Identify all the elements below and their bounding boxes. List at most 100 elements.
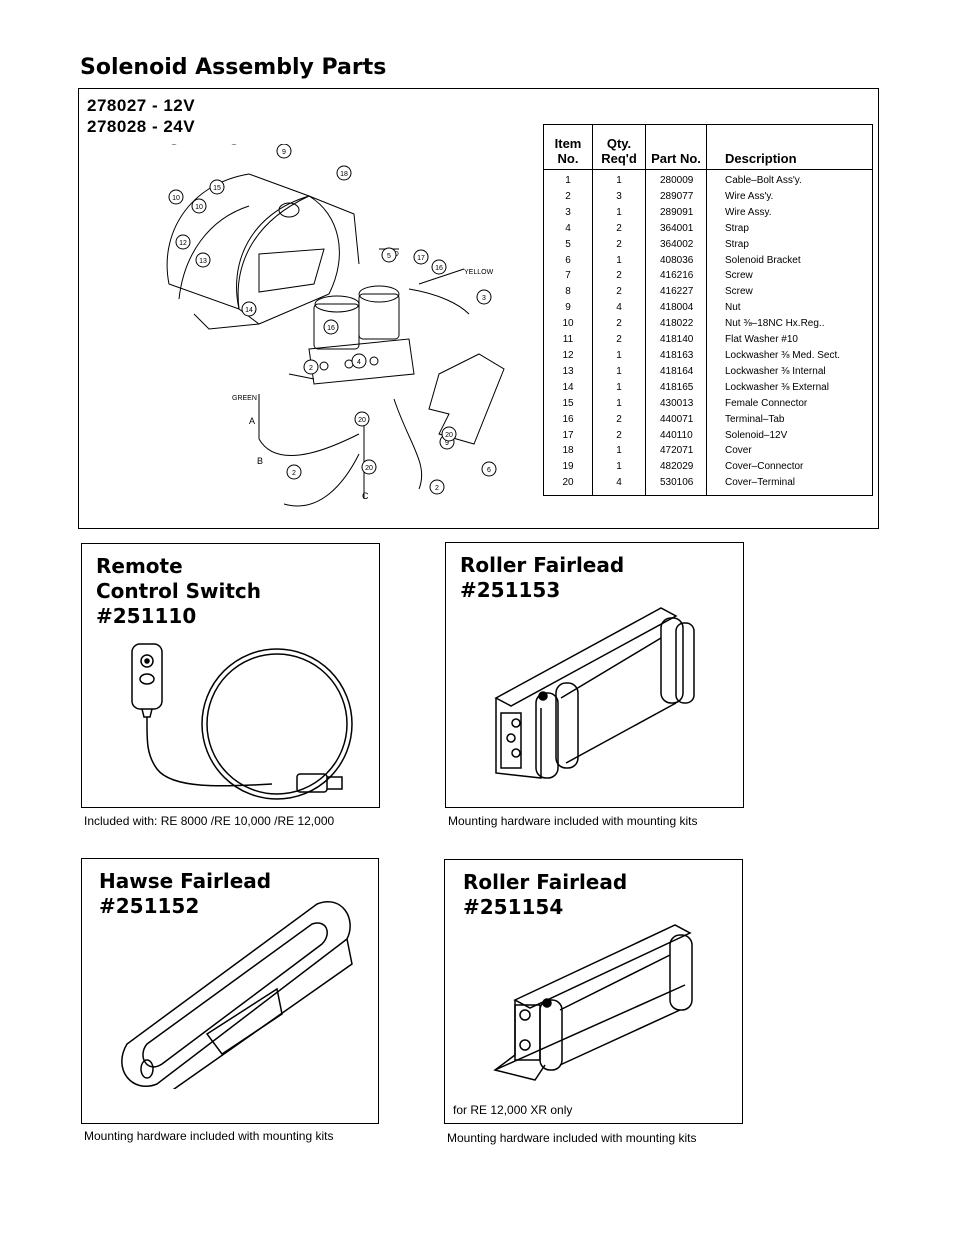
col-part-no: Part No. — [645, 124, 707, 170]
callout-3: 9 — [276, 144, 292, 159]
callout-number: 13 — [199, 258, 207, 265]
part-no-cell: 440110 — [645, 427, 707, 444]
roller-fairlead-251154-caption: Mounting hardware included with mounting… — [447, 1131, 697, 1145]
callout-number: 17 — [417, 255, 425, 262]
item-no-cell: 19 — [543, 459, 593, 476]
description-cell: Solenoid Bracket — [706, 252, 873, 269]
qty-cell: 2 — [592, 220, 646, 237]
qty-cell: 2 — [592, 236, 646, 253]
item-no-cell: 16 — [543, 411, 593, 428]
col-description: Description — [706, 124, 873, 170]
description-cell: Cover–Terminal — [706, 475, 873, 497]
callout-number: 15 — [213, 185, 221, 192]
remote-switch-illustration — [131, 643, 353, 800]
part-no-cell: 418140 — [645, 332, 707, 348]
callout-10: 14 — [241, 301, 257, 317]
model-24v: 278028 - 24V — [87, 117, 196, 136]
item-no-cell: 11 — [543, 332, 593, 348]
callout-group: 1989181510101213145171631171642209206202… — [168, 144, 497, 495]
callout-number: 2 — [309, 365, 313, 372]
qty-cell: 1 — [592, 443, 646, 460]
callout-19: 2 — [303, 359, 319, 375]
hawse-fairlead-title: Hawse Fairlead #251152 — [99, 869, 272, 918]
model-12v: 278027 - 12V — [87, 96, 196, 115]
qty-cell: 4 — [592, 475, 646, 497]
description-cell: Strap — [706, 220, 873, 237]
description-cell: Lockwasher ⅜ Med. Sect. — [706, 347, 873, 364]
part-no-cell: 280009 — [645, 169, 707, 189]
callout-23: 6 — [481, 461, 497, 477]
callout-5: 15 — [209, 179, 225, 195]
remote-control-switch-card: Remote Control Switch #251110 — [81, 543, 380, 808]
item-no-cell: 13 — [543, 363, 593, 380]
roller-fairlead-251154-illustration — [493, 924, 693, 1081]
callout-number: 10 — [172, 195, 180, 202]
callout-22: 20 — [441, 426, 457, 442]
part-no-cell: 418165 — [645, 379, 707, 396]
item-no-cell: 14 — [543, 379, 593, 396]
qty-cell: 2 — [592, 284, 646, 301]
callout-24: 20 — [361, 459, 377, 475]
part-no-cell: 364001 — [645, 220, 707, 237]
roller-fairlead-251153-illustration — [494, 607, 695, 779]
cover-housing — [166, 173, 360, 330]
roller-fairlead-251154-note: for RE 12,000 XR only — [453, 1103, 573, 1117]
callout-4: 18 — [336, 165, 352, 181]
callout-number: 2 — [435, 485, 439, 492]
part-no-cell: 418022 — [645, 316, 707, 333]
qty-cell: 1 — [592, 347, 646, 364]
description-cell: Wire Ass'y. — [706, 188, 873, 205]
part-no-cell: 530106 — [645, 475, 707, 497]
description-cell: Terminal–Tab — [706, 411, 873, 428]
item-no-cell: 12 — [543, 347, 593, 364]
callout-25: 2 — [286, 464, 302, 480]
item-no-cell: 5 — [543, 236, 593, 253]
callout-number: 10 — [195, 204, 203, 211]
roller-fairlead-251154-title: Roller Fairlead #251154 — [463, 870, 628, 919]
part-no-cell: 364002 — [645, 236, 707, 253]
wire-label-yellow: YELLOW — [464, 269, 494, 276]
item-no-cell: 9 — [543, 300, 593, 317]
item-no-cell: 10 — [543, 316, 593, 333]
qty-cell: 2 — [592, 427, 646, 444]
callout-11: 5 — [381, 247, 397, 263]
item-no-cell: 7 — [543, 268, 593, 285]
qty-cell: 4 — [592, 300, 646, 317]
item-no-cell: 1 — [543, 169, 593, 189]
callout-number: 12 — [179, 240, 187, 247]
callout-number: 16 — [327, 325, 335, 332]
item-no-cell: 4 — [543, 220, 593, 237]
callout-7: 10 — [191, 198, 207, 214]
wire-label-green: GREEN — [232, 395, 257, 402]
qty-cell: 1 — [592, 252, 646, 269]
qty-cell: 1 — [592, 379, 646, 396]
callout-number: 9 — [445, 440, 449, 447]
callout-8: 12 — [175, 234, 191, 250]
callout-number: 20 — [365, 465, 373, 472]
part-no-cell: 408036 — [645, 252, 707, 269]
item-no-cell: 8 — [543, 284, 593, 301]
description-cell: Nut ⅜–18NC Hx.Reg.. — [706, 316, 873, 333]
part-no-cell: 418164 — [645, 363, 707, 380]
part-no-cell: 472071 — [645, 443, 707, 460]
callout-number: 16 — [435, 265, 443, 272]
callout-9: 13 — [195, 252, 211, 268]
qty-cell: 3 — [592, 188, 646, 205]
item-no-cell: 20 — [543, 475, 593, 497]
description-cell: Solenoid–12V — [706, 427, 873, 444]
description-cell: Flat Washer #10 — [706, 332, 873, 348]
qty-cell: 1 — [592, 459, 646, 476]
